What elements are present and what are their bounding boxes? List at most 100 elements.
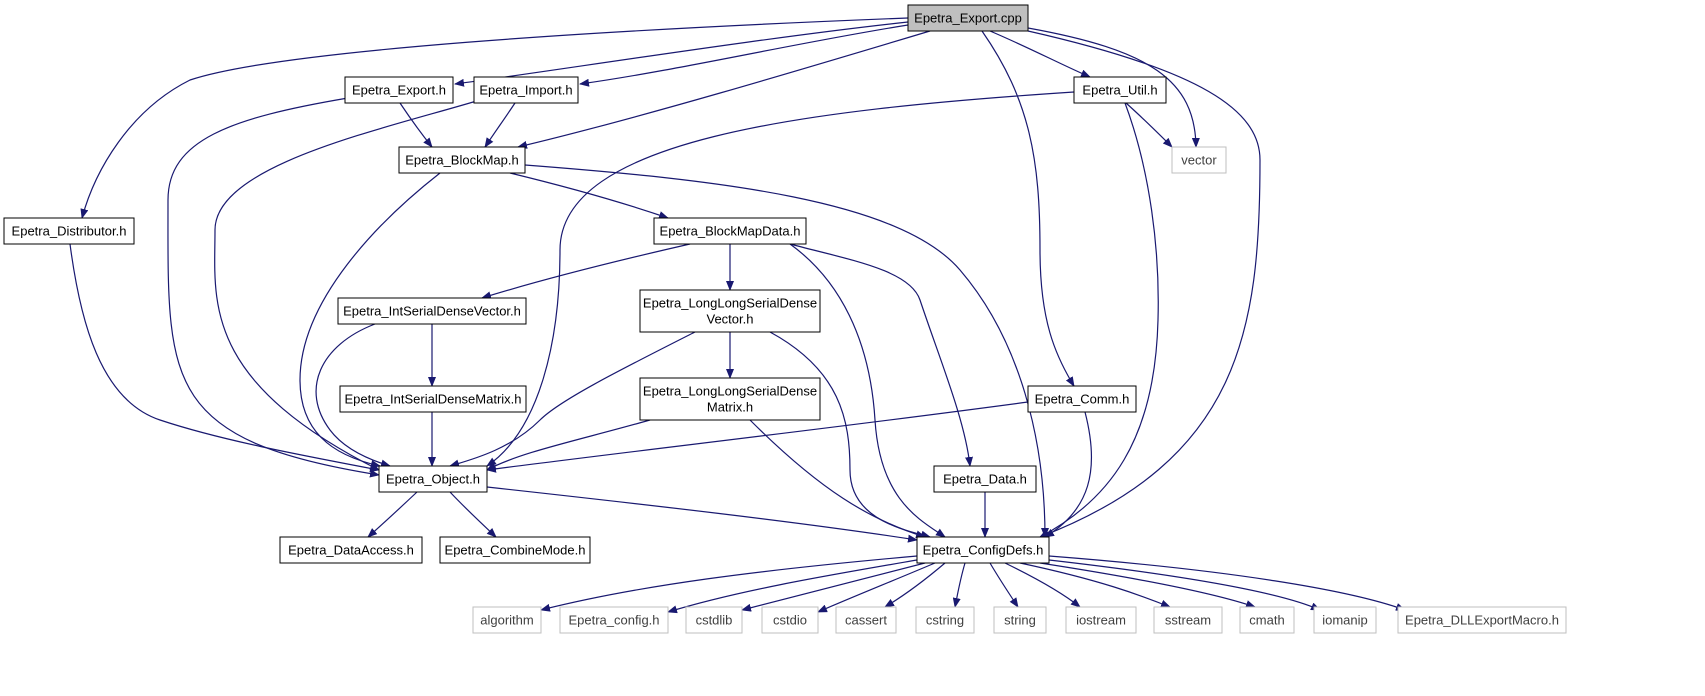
edge-configdefs-h-to-algorithm bbox=[540, 555, 918, 612]
node-label: Epetra_BlockMapData.h bbox=[660, 224, 801, 239]
node-label: sstream bbox=[1165, 613, 1211, 628]
node-box bbox=[1239, 606, 1295, 634]
edge-export-cpp-to-configdefs-h bbox=[1027, 30, 1261, 538]
node-label: cmath bbox=[1249, 613, 1284, 628]
node-util-h[interactable]: Epetra_Util.h bbox=[1073, 76, 1167, 104]
node-box bbox=[685, 606, 743, 634]
edge-object-h-to-combinemode-h bbox=[449, 491, 497, 538]
node-comm-h[interactable]: Epetra_Comm.h bbox=[1027, 385, 1137, 413]
node-box bbox=[993, 606, 1047, 634]
node-cstdlib: cstdlib bbox=[685, 606, 743, 634]
edge-blockmap-h-to-blockmapdata-h bbox=[509, 172, 669, 219]
node-box bbox=[639, 289, 821, 333]
node-box bbox=[835, 606, 897, 634]
edge-blockmapdata-h-to-data-h bbox=[789, 243, 974, 467]
node-combinemode-h[interactable]: Epetra_CombineMode.h bbox=[439, 536, 591, 564]
node-configdefs-h[interactable]: Epetra_ConfigDefs.h bbox=[916, 536, 1050, 564]
edge-object-h-to-configdefs-h bbox=[486, 486, 918, 543]
edge-export-h-to-blockmap-h bbox=[399, 102, 433, 148]
node-label: Epetra_IntSerialDenseMatrix.h bbox=[344, 392, 521, 407]
node-label: Epetra_Import.h bbox=[479, 83, 572, 98]
edge-object-h-to-dataaccess-h bbox=[367, 491, 418, 538]
edge-export-cpp-to-comm-h bbox=[981, 30, 1075, 387]
node-dllexportmacro-h: Epetra_DLLExportMacro.h bbox=[1397, 606, 1567, 634]
edge-configdefs-h-to-iomanip bbox=[1048, 559, 1321, 611]
node-box bbox=[907, 4, 1029, 32]
edge-export-h-to-object-h bbox=[167, 97, 380, 478]
node-box bbox=[337, 297, 527, 325]
node-label: cstring bbox=[926, 613, 964, 628]
node-cassert: cassert bbox=[835, 606, 897, 634]
edge-configdefs-h-to-cstdlib bbox=[741, 562, 926, 612]
node-cstring: cstring bbox=[915, 606, 975, 634]
node-box bbox=[559, 606, 669, 634]
node-box bbox=[279, 536, 423, 564]
edge-import-h-to-blockmap-h bbox=[484, 102, 516, 148]
node-box bbox=[639, 377, 821, 421]
edge-configdefs-h-to-sstream bbox=[1019, 562, 1171, 608]
node-distributor-h[interactable]: Epetra_Distributor.h bbox=[3, 217, 135, 245]
node-label: Matrix.h bbox=[707, 400, 753, 415]
edge-export-cpp-to-distributor-h bbox=[80, 17, 909, 219]
edge-llsdmatrix-h-to-configdefs-h bbox=[749, 419, 926, 539]
node-label: Epetra_LongLongSerialDense bbox=[643, 296, 817, 311]
node-label: Epetra_Export.cpp bbox=[914, 11, 1022, 26]
node-box bbox=[916, 536, 1050, 564]
node-label: Epetra_Util.h bbox=[1082, 83, 1157, 98]
edge-configdefs-h-to-cassert bbox=[884, 562, 946, 608]
node-algorithm: algorithm bbox=[472, 606, 542, 634]
node-box bbox=[1397, 606, 1567, 634]
node-label: algorithm bbox=[480, 613, 533, 628]
node-label: cstdlib bbox=[696, 613, 733, 628]
node-label: Epetra_DLLExportMacro.h bbox=[1405, 613, 1559, 628]
node-label: iomanip bbox=[1322, 613, 1368, 628]
node-label: Epetra_Object.h bbox=[386, 472, 480, 487]
node-label: cstdio bbox=[773, 613, 807, 628]
node-intserialdensematrix-h[interactable]: Epetra_IntSerialDenseMatrix.h bbox=[339, 385, 527, 413]
edge-llsdmatrix-h-to-object-h bbox=[486, 419, 651, 471]
node-label: Epetra_Export.h bbox=[352, 83, 446, 98]
edge-intserialdensevector-h-to-object-h bbox=[315, 323, 391, 468]
node-dataaccess-h[interactable]: Epetra_DataAccess.h bbox=[279, 536, 423, 564]
edge-configdefs-h-to-cmath bbox=[1039, 562, 1256, 608]
node-export-h[interactable]: Epetra_Export.h bbox=[344, 76, 454, 104]
node-cstdio: cstdio bbox=[761, 606, 819, 634]
edge-configdefs-h-to-iostream bbox=[1004, 562, 1081, 608]
node-box bbox=[761, 606, 819, 634]
edge-blockmapdata-h-to-configdefs-h bbox=[789, 243, 946, 538]
node-box bbox=[344, 76, 454, 104]
edge-import-h-to-object-h bbox=[214, 99, 481, 471]
edge-export-cpp-to-util-h bbox=[989, 30, 1091, 78]
edge-configdefs-h-to-epetra-config-h bbox=[667, 559, 918, 614]
node-box bbox=[378, 465, 488, 493]
node-data-h[interactable]: Epetra_Data.h bbox=[933, 465, 1037, 493]
node-intserialdensevector-h[interactable]: Epetra_IntSerialDenseVector.h bbox=[337, 297, 527, 325]
node-blockmapdata-h[interactable]: Epetra_BlockMapData.h bbox=[653, 217, 807, 245]
node-export-cpp[interactable]: Epetra_Export.cpp bbox=[907, 4, 1029, 32]
edge-util-h-to-configdefs-h bbox=[1039, 102, 1159, 538]
node-box bbox=[653, 217, 807, 245]
edge-blockmap-h-to-object-h bbox=[299, 172, 441, 468]
edge-export-cpp-to-import-h bbox=[579, 24, 909, 87]
node-label: Epetra_Data.h bbox=[943, 472, 1027, 487]
node-box bbox=[3, 217, 135, 245]
node-box bbox=[933, 465, 1037, 493]
node-blockmap-h[interactable]: Epetra_BlockMap.h bbox=[398, 146, 526, 174]
node-object-h[interactable]: Epetra_Object.h bbox=[378, 465, 488, 493]
edge-comm-h-to-object-h bbox=[486, 401, 1029, 473]
edge-distributor-h-to-object-h bbox=[69, 243, 380, 473]
node-box bbox=[398, 146, 526, 174]
node-import-h[interactable]: Epetra_Import.h bbox=[473, 76, 579, 104]
node-label: Epetra_DataAccess.h bbox=[288, 543, 414, 558]
node-sstream: sstream bbox=[1153, 606, 1223, 634]
node-box bbox=[1313, 606, 1377, 634]
node-iostream: iostream bbox=[1065, 606, 1137, 634]
edge-configdefs-h-to-string bbox=[989, 562, 1019, 608]
edge-util-h-to-object-h bbox=[486, 91, 1075, 467]
node-label: Epetra_Distributor.h bbox=[12, 224, 127, 239]
edge-blockmapdata-h-to-intserialdensevector-h bbox=[481, 243, 691, 300]
